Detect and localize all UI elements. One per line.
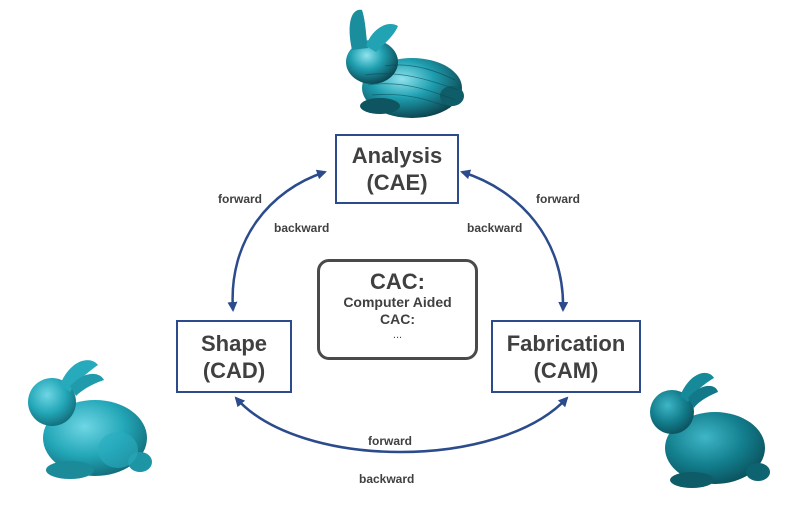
analysis-label: Analysis [351, 143, 443, 168]
cam-label: (CAM) [533, 357, 599, 383]
bunny-right-image [650, 372, 770, 488]
bottom-arc-arrow [234, 396, 569, 454]
left-forward-label: forward [218, 192, 263, 206]
shape-label: Shape [200, 330, 268, 356]
left-arc-arrow [227, 169, 327, 312]
cac-title: CAC: [370, 269, 425, 294]
right-arc-arrow [460, 169, 569, 312]
bottom-backward-label: backward [359, 472, 415, 486]
bunny-top-image [346, 9, 464, 118]
bottom-forward-label: forward [368, 434, 413, 448]
cac-subtitle: CAC: [380, 311, 415, 327]
cac-center-box: CAC: Computer Aided CAC: ... [317, 259, 478, 360]
fabrication-label: Fabrication [506, 330, 626, 356]
cac-computer-aided: Computer Aided [343, 294, 452, 310]
shape-cad-box: Shape (CAD) [176, 320, 292, 393]
right-forward-label: forward [536, 192, 581, 206]
fabrication-cam-box: Fabrication (CAM) [491, 320, 641, 393]
right-backward-label: backward [467, 221, 523, 235]
analysis-cae-box: Analysis (CAE) [335, 134, 459, 204]
cae-label: (CAE) [366, 170, 428, 195]
cad-label: (CAD) [202, 357, 266, 383]
bunny-left-image [28, 360, 152, 479]
cac-ellipsis: ... [392, 329, 403, 341]
left-backward-label: backward [274, 221, 330, 235]
